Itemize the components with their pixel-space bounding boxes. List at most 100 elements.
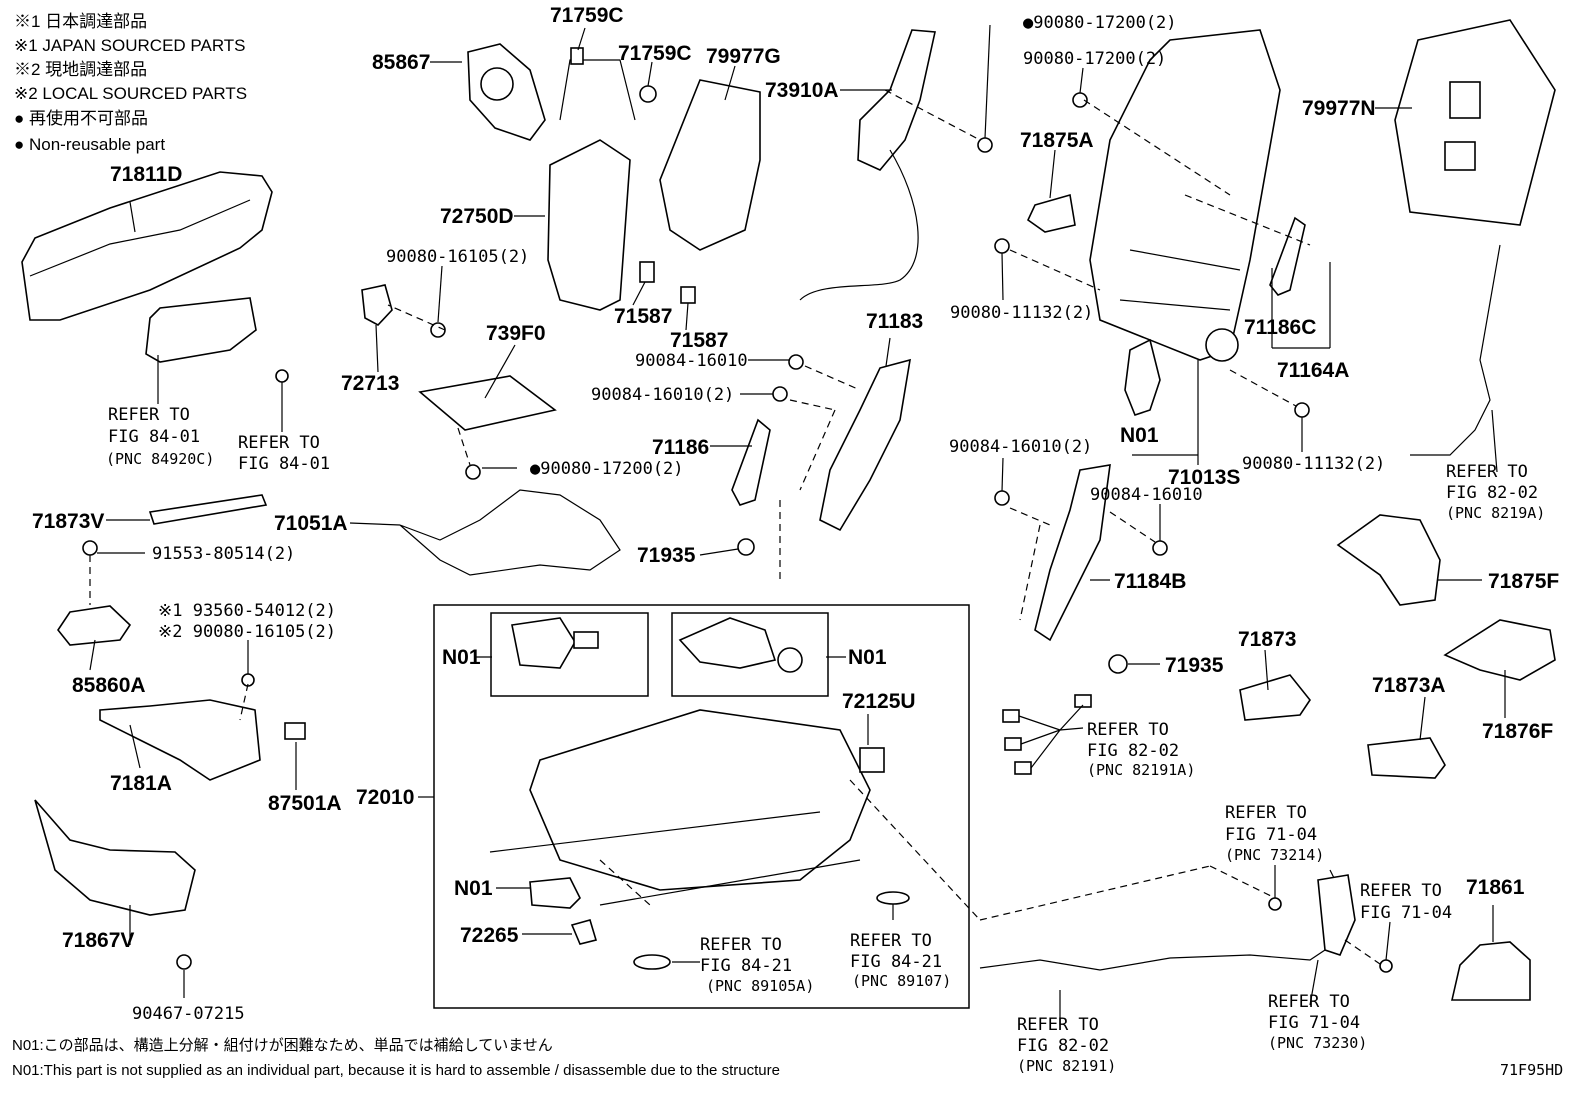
label-71875f[interactable]: 71875F [1488,570,1559,593]
label-79977g[interactable]: 79977G [706,45,781,68]
svg-text:REFER TO: REFER TO [700,935,782,955]
label-90080-16105-b[interactable]: ※2 90080-16105(2) [158,622,336,642]
label-90080-11132-a[interactable]: 90080-11132(2) [950,303,1093,323]
label-71873v[interactable]: 71873V [32,510,104,533]
label-72713[interactable]: 72713 [341,372,399,395]
label-72265[interactable]: 72265 [460,924,519,947]
label-n01-a[interactable]: N01 [1120,424,1159,447]
label-90080-17200-a[interactable]: ●90080-17200(2) [1023,13,1177,33]
part-71873-shape [1239,674,1311,721]
svg-text:FIG 71-04: FIG 71-04 [1268,1013,1360,1033]
label-7181a[interactable]: 7181A [110,772,172,795]
back-board-79977N-shape [1394,19,1556,226]
label-71861[interactable]: 71861 [1466,876,1525,899]
label-85867[interactable]: 85867 [372,51,430,74]
label-85860a[interactable]: 85860A [72,674,146,697]
legend-line-1: ※1 日本調達部品 [14,12,147,31]
label-71587-a[interactable]: 71587 [614,305,672,328]
label-90084-16010-a[interactable]: 90084-16010 [635,351,748,371]
label-90080-17200-b[interactable]: 90080-17200(2) [1023,49,1166,69]
svg-text:(PNC 73230): (PNC 73230) [1268,1034,1367,1052]
refer-fig-82-02-pnc-8219a[interactable]: REFER TO FIG 82-02 (PNC 8219A) [1446,462,1545,522]
side-bracket-shape [145,297,257,363]
label-93560-54012[interactable]: ※1 93560-54012(2) [158,601,336,621]
label-72010[interactable]: 72010 [356,786,414,809]
bolt-90080-11132-a-shape [994,238,1010,254]
svg-text:FIG 84-21: FIG 84-21 [850,952,942,972]
svg-text:(PNC 89107): (PNC 89107) [852,972,951,990]
label-n01-c[interactable]: N01 [848,646,887,669]
part-71186C-shape [1269,216,1306,296]
label-72750d[interactable]: 72750D [440,205,514,228]
legend-line-3: ※2 現地調達部品 [14,60,147,79]
label-71184b[interactable]: 71184B [1114,570,1186,593]
harness-bottom-shape [979,869,1346,971]
label-73910a[interactable]: 73910A [765,79,839,102]
part-72265-shape [570,919,598,945]
legend-line-2: ※1 JAPAN SOURCED PARTS [14,36,246,55]
refer-fig-84-01[interactable]: REFER TO FIG 84-01 [238,433,330,474]
label-90084-16010-b[interactable]: 90084-16010(2) [591,385,734,405]
label-71759c-a[interactable]: 71759C [550,4,624,27]
seat-frame-72010-shape [529,709,871,891]
label-71051a[interactable]: 71051A [274,512,348,535]
refer-fig-84-01-pnc-84920c[interactable]: REFER TO FIG 84-01 (PNC 84920C) [106,405,214,468]
svg-text:FIG 71-04: FIG 71-04 [1360,903,1452,923]
label-90080-16105[interactable]: 90080-16105(2) [386,247,529,267]
part-85860A-shape [57,605,132,646]
legend: ※1 日本調達部品 ※1 JAPAN SOURCED PARTS ※2 現地調達… [14,12,247,154]
label-71867v[interactable]: 71867V [62,929,134,952]
part-71861-shape [1450,941,1531,1001]
harness-79977N-shape [1410,244,1501,456]
label-71587-b[interactable]: 71587 [670,329,728,352]
clip-90467-shape [176,954,192,970]
label-90080-11132-b[interactable]: 90080-11132(2) [1242,454,1385,474]
refer-fig-84-21-pnc-89105a[interactable]: REFER TO FIG 84-21 (PNC 89105A) [700,935,814,995]
refer-fig-82-02-pnc-82191a[interactable]: REFER TO FIG 82-02 (PNC 82191A) [1087,720,1195,779]
bolt-refer-84-01-shape [275,369,289,383]
label-71873a[interactable]: 71873A [1372,674,1446,697]
clip-refer-71-04-shape [1379,959,1393,973]
label-71164a[interactable]: 71164A [1277,359,1349,382]
svg-text:FIG 84-21: FIG 84-21 [700,956,792,976]
label-71186c[interactable]: 71186C [1244,316,1316,339]
label-n01-d[interactable]: N01 [454,877,493,900]
bolt-90084-c-shape [994,490,1010,506]
label-71183[interactable]: 71183 [866,310,923,333]
label-71013s[interactable]: 71013S [1168,466,1240,489]
label-71875a[interactable]: 71875A [1020,129,1094,152]
clip-71587-a-shape [639,261,655,283]
svg-text:REFER TO: REFER TO [850,931,932,951]
label-n01-b[interactable]: N01 [442,646,481,669]
label-72125u[interactable]: 72125U [842,690,916,713]
label-91553-80514[interactable]: 91553-80514(2) [152,544,295,564]
label-71935-a[interactable]: 71935 [637,544,696,567]
label-71873[interactable]: 71873 [1238,628,1296,651]
refer-fig-71-04[interactable]: REFER TO FIG 71-04 [1360,881,1452,923]
refer-fig-71-04-pnc-73230[interactable]: REFER TO FIG 71-04 (PNC 73230) [1268,992,1367,1052]
label-87501a[interactable]: 87501A [268,792,342,815]
label-71935-b[interactable]: 71935 [1165,654,1224,677]
seat-cushion-frame-box [433,604,970,1009]
label-71876f[interactable]: 71876F [1482,720,1553,743]
label-90084-16010-d[interactable]: 90084-16010 [1090,485,1203,505]
shield-71184B-shape [1034,464,1111,642]
bolt-90084-b-shape [772,386,788,402]
n01-motor-box-right [671,612,829,697]
svg-text:FIG 84-01: FIG 84-01 [108,427,200,447]
figure-id: 71F95HD [1500,1061,1563,1079]
refer-fig-82-02-pnc-82191[interactable]: REFER TO FIG 82-02 (PNC 82191) [1017,1015,1116,1075]
refer-fig-84-21-pnc-89107[interactable]: REFER TO FIG 84-21 (PNC 89107) [850,931,951,990]
label-90080-17200-c[interactable]: ●90080-17200(2) [530,459,684,479]
label-739f0[interactable]: 739F0 [486,322,546,345]
label-90084-16010-c[interactable]: 90084-16010(2) [949,437,1092,457]
refer-fig-71-04-pnc-73214[interactable]: REFER TO FIG 71-04 (PNC 73214) [1225,803,1324,864]
label-71186[interactable]: 71186 [652,436,709,459]
label-71759c-b[interactable]: 71759C [618,42,692,65]
label-79977n[interactable]: 79977N [1302,97,1376,120]
svg-text:FIG 82-02: FIG 82-02 [1087,741,1179,761]
label-71811d[interactable]: 71811D [110,163,182,186]
label-90467-07215[interactable]: 90467-07215 [132,1004,245,1024]
clip-71935-a-shape [737,538,755,556]
part-72125U-shape [859,747,885,773]
